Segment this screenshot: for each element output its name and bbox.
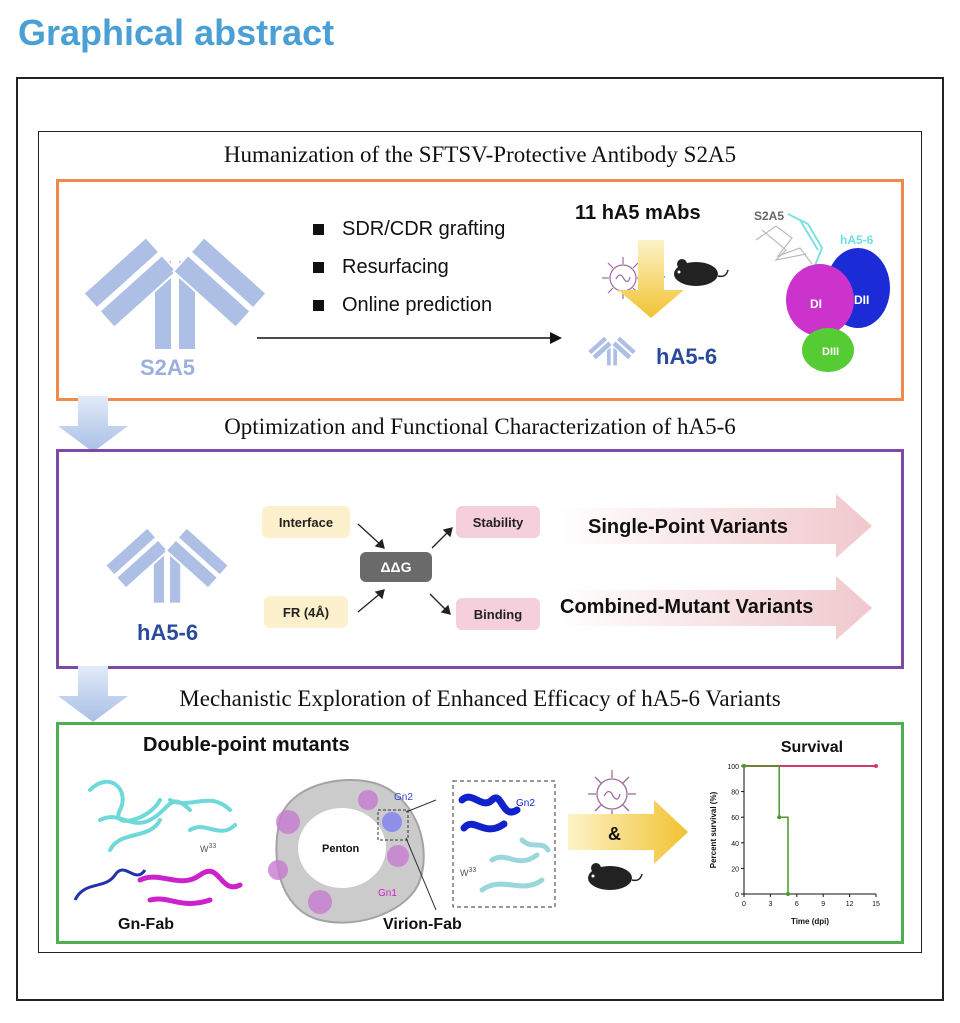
method-item: Online prediction	[313, 294, 492, 317]
bullet-square-icon	[313, 262, 324, 273]
zoom-inset-image: Gn2 W33	[452, 780, 556, 908]
ha56-antibody-icon	[103, 526, 231, 605]
gn-fab-label: Gn-Fab	[118, 916, 174, 933]
x-tick-label: 9	[821, 901, 825, 908]
virion-fab-structure-image: Penton Gn2 Gn1	[268, 779, 437, 924]
single-variant-arrow	[556, 494, 872, 558]
protein-structure-image: S2A5 hA5-6 DI DII DIII	[754, 209, 890, 372]
section3-title: Mechanistic Exploration of Enhanced Effi…	[179, 686, 781, 711]
gn1-label: Gn1	[378, 888, 397, 899]
series-point	[742, 764, 746, 768]
ha56-structure-label: hA5-6	[840, 233, 874, 247]
mouse-icon	[588, 863, 643, 890]
mouse-icon	[674, 259, 729, 286]
section-arrow-icon	[58, 396, 128, 452]
page-title: Graphical abstract	[18, 12, 335, 53]
chart-xlabel: Time (dpi)	[791, 917, 829, 926]
y-tick-label: 40	[731, 841, 739, 848]
bullet-square-icon	[313, 300, 324, 311]
single-point-label: Single-Point Variants	[588, 516, 789, 538]
x-tick-label: 6	[795, 901, 799, 908]
combined-variant-arrow	[556, 576, 872, 640]
flow-arrows	[357, 523, 453, 615]
x-tick-label: 3	[768, 901, 772, 908]
ha56-antibody-icon	[586, 335, 638, 367]
ha56-label: hA5-6	[137, 620, 199, 645]
s2a5-antibody-icon	[82, 235, 268, 350]
series-point	[786, 892, 790, 896]
mabs-count-label: 11 hA5 mAbs	[575, 202, 701, 224]
right-arrow-icon	[257, 332, 562, 344]
inner-frame	[38, 131, 922, 953]
fr-box: FR (4Å)	[264, 596, 348, 628]
gn2-label: Gn2	[516, 798, 535, 809]
y-tick-label: 20	[731, 866, 739, 873]
s2a5-structure-label: S2A5	[754, 209, 784, 223]
method-item: SDR/CDR grafting	[313, 218, 505, 241]
penton-label: Penton	[322, 843, 360, 855]
survival-chart: Survival Time (dpi) Percent survival (%)…	[709, 739, 880, 926]
right-arrow-icon	[568, 800, 688, 864]
series-point	[777, 815, 782, 820]
ha56-label: hA5-6	[656, 344, 718, 369]
section2-title: Optimization and Functional Characteriza…	[224, 414, 736, 439]
diii-label: DIII	[822, 346, 839, 358]
section2-box	[56, 449, 904, 669]
chart-title: Survival	[781, 739, 843, 756]
x-tick-label: 0	[742, 901, 746, 908]
s2a5-label: S2A5	[140, 355, 196, 380]
gn2-label: Gn2	[394, 792, 413, 803]
chart-axes: 0 20 40 60 80 100 0 3 6 9 12 15	[727, 764, 880, 908]
interface-box: Interface	[262, 506, 350, 538]
y-tick-label: 60	[731, 815, 739, 822]
chart-ylabel: Percent survival (%)	[709, 791, 718, 868]
x-tick-label: 15	[872, 901, 880, 908]
combined-mutant-label: Combined-Mutant Variants	[560, 596, 814, 618]
x-tick-label: 12	[846, 901, 854, 908]
bullet-square-icon	[313, 224, 324, 235]
di-label: DI	[810, 297, 822, 311]
y-tick-label: 80	[731, 790, 739, 797]
y-tick-label: 100	[727, 764, 739, 771]
virus-icon	[602, 257, 644, 299]
ampersand-label: &	[608, 824, 621, 844]
down-arrow-icon	[618, 240, 684, 318]
double-point-label: Double-point mutants	[143, 734, 350, 756]
y-tick-label: 0	[735, 892, 739, 899]
section-arrow-icon	[58, 666, 128, 722]
gn-fab-structure-image: W33	[73, 779, 243, 906]
ddg-box: ΔΔG	[360, 552, 432, 582]
virion-fab-label: Virion-Fab	[383, 916, 462, 933]
stability-box: Stability	[456, 506, 540, 538]
section1-title: Humanization of the SFTSV-Protective Ant…	[223, 142, 737, 167]
outer-frame	[16, 77, 944, 1001]
w-label: W33	[200, 843, 216, 854]
method-item: Resurfacing	[313, 256, 449, 279]
w-label: W33	[460, 867, 476, 878]
section1-box	[56, 179, 904, 401]
section3-box	[56, 722, 904, 944]
series-point	[874, 764, 878, 768]
dii-label: DII	[854, 293, 869, 307]
series-line	[744, 765, 789, 894]
chart-marks	[742, 764, 878, 896]
binding-box: Binding	[456, 598, 540, 630]
